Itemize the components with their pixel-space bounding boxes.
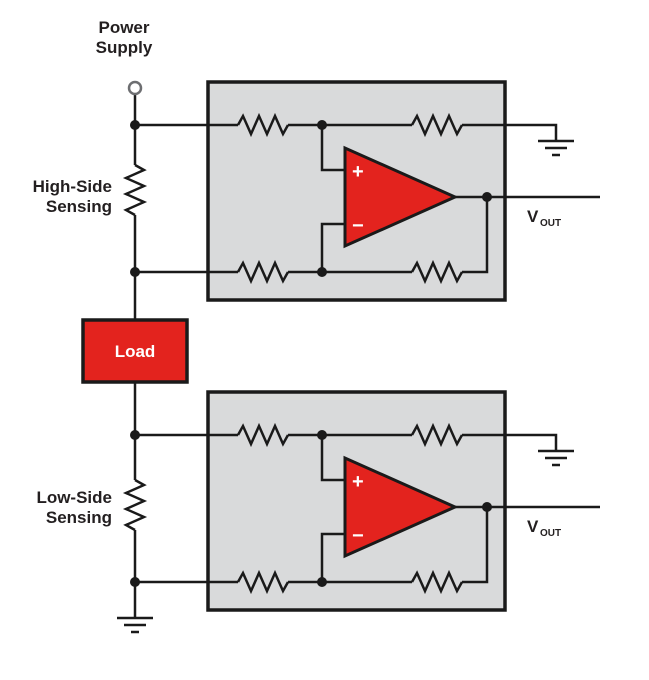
load-box (81, 318, 189, 384)
power-supply-terminal-icon (127, 80, 143, 96)
opamp-2-plus-label: + (352, 471, 364, 493)
junction-dot (317, 120, 327, 130)
low-side-sensing: Low-Side Sensing (36, 478, 148, 532)
junction-dot (130, 120, 140, 130)
opamp-2-minus-label: − (352, 525, 364, 547)
junction-dot (482, 192, 492, 202)
junction-dot (317, 430, 327, 440)
opamp-1-minus-label: − (352, 215, 364, 237)
block1-input-resistor-bottom (236, 259, 290, 285)
block2-bottom-wire (135, 507, 489, 584)
junction-dot (317, 577, 327, 587)
block1-divider-resistor (410, 112, 464, 138)
opamp-1-plus-label: + (352, 161, 364, 183)
ground-icon (538, 449, 574, 467)
junction-dot (130, 430, 140, 440)
high-side-label-line1: High-Side (33, 177, 112, 196)
junction-dot (482, 502, 492, 512)
load: Load (81, 318, 189, 384)
opamp-2-triangle (343, 455, 459, 559)
vout-main: V (527, 517, 539, 536)
low-side-shunt-resistor (122, 478, 148, 532)
vout-label-2: V OUT (527, 517, 561, 539)
power-supply-label-line2: Supply (96, 38, 153, 57)
rail-junctions (130, 120, 140, 587)
vout-sub: OUT (540, 528, 561, 539)
block2-input-resistor-top (236, 422, 290, 448)
block1-noninverting-lead (320, 125, 345, 172)
amplifier-block-2: + − V OUT (135, 390, 600, 612)
block1-input-resistor-top (236, 112, 290, 138)
vout-sub: OUT (540, 218, 561, 229)
power-supply: Power Supply (96, 18, 153, 96)
high-side-sensing: High-Side Sensing (33, 163, 148, 217)
block2-feedback-resistor (410, 569, 464, 595)
block2-divider-resistor (410, 422, 464, 448)
block1-top-wire (135, 123, 558, 141)
opamp-1-triangle (343, 145, 459, 249)
block1-feedback-resistor (410, 259, 464, 285)
load-label: Load (115, 342, 156, 361)
block1-bottom-wire (135, 197, 489, 274)
vout-label-1: V OUT (527, 207, 561, 229)
block1-inverting-lead (320, 222, 345, 272)
power-supply-label-line1: Power (98, 18, 149, 37)
block2-noninverting-lead (320, 435, 345, 482)
junction-dot (130, 267, 140, 277)
vout-main: V (527, 207, 539, 226)
amplifier-block-1: + − V OUT (135, 80, 600, 302)
block2-input-resistor-bottom (236, 569, 290, 595)
block2-top-wire (135, 433, 558, 451)
low-side-label-line1: Low-Side (36, 488, 112, 507)
ground-icon (117, 616, 153, 634)
junction-dot (130, 577, 140, 587)
high-side-label-line2: Sensing (46, 197, 112, 216)
junction-dot (317, 267, 327, 277)
low-side-label-line2: Sensing (46, 508, 112, 527)
block2-inverting-lead (320, 532, 345, 582)
high-side-shunt-resistor (122, 163, 148, 217)
ground-icon (538, 139, 574, 157)
